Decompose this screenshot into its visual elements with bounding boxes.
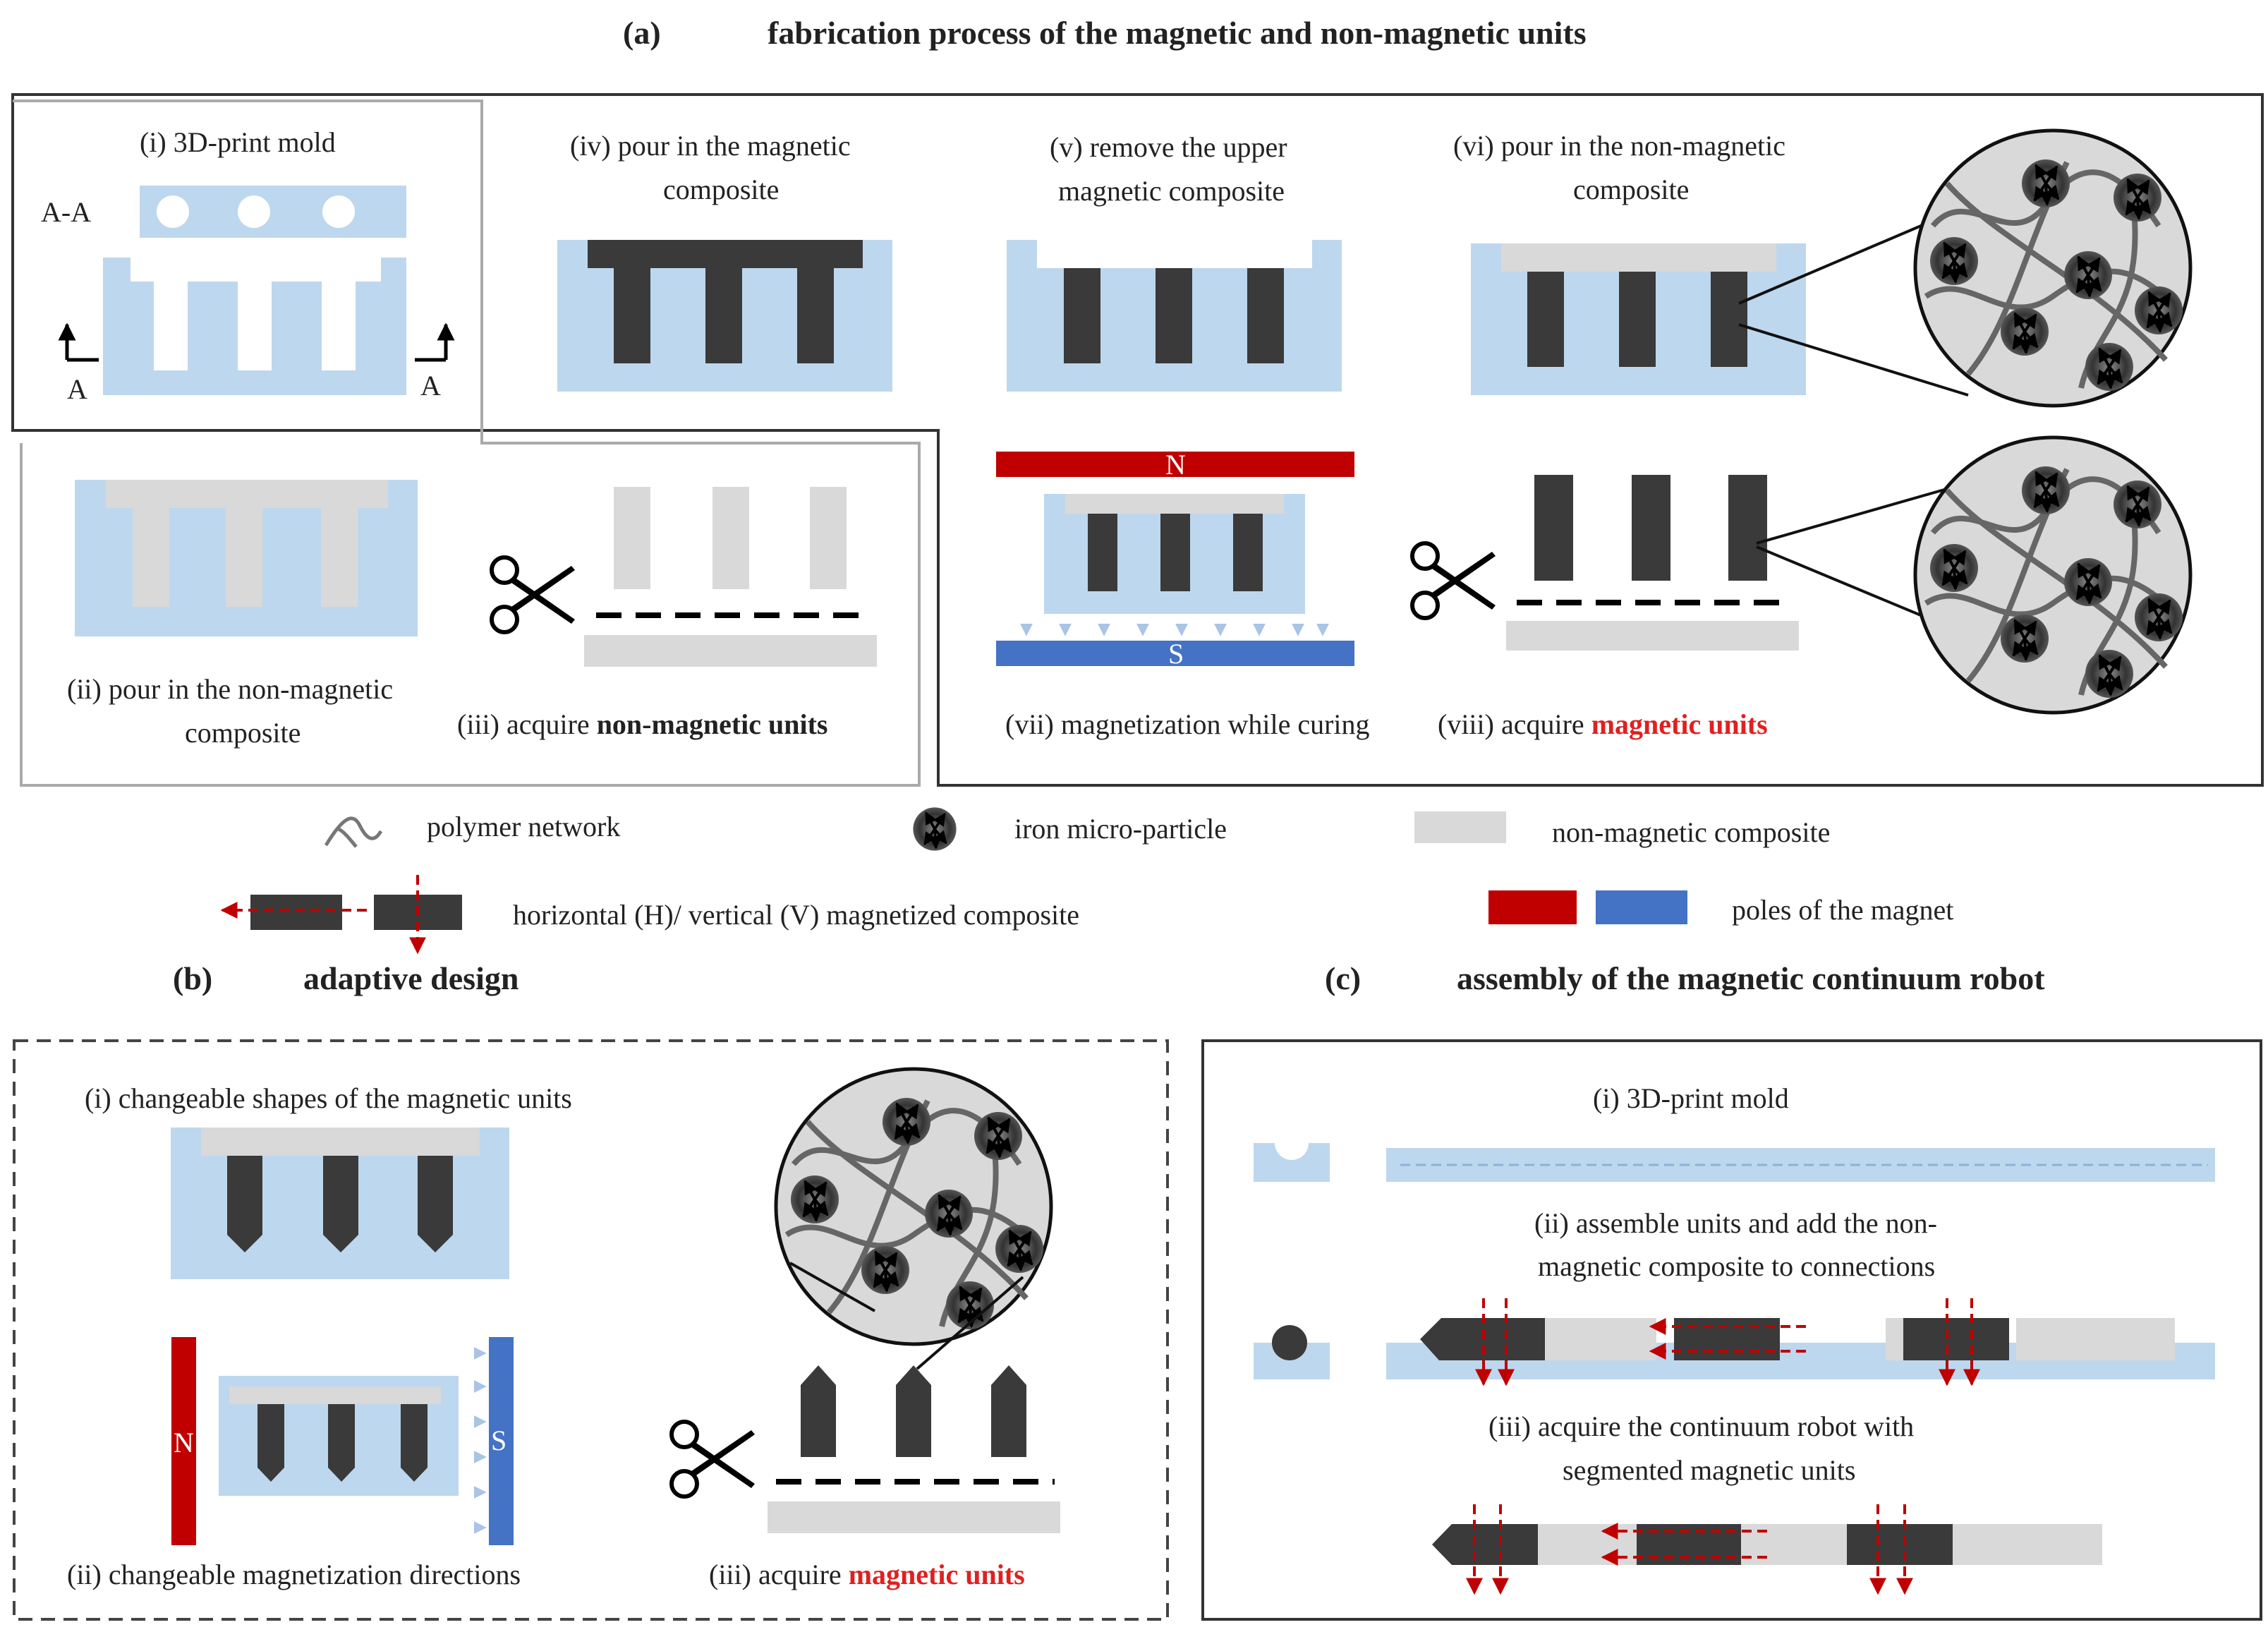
- section-a-title: fabrication process of the magnetic and …: [768, 15, 1587, 51]
- step-iii-bold: non-magnetic units: [597, 708, 828, 740]
- step-i-mold: [58, 186, 455, 395]
- step-viii-label: (viii) acquire magnetic units: [1438, 708, 1768, 740]
- step-vi-label-1: (vi) pour in the non-magnetic: [1453, 130, 1785, 162]
- scissors-icon: [492, 557, 575, 632]
- step-iv-mold: [557, 240, 892, 392]
- north-pole-swatch: [1488, 890, 1577, 924]
- legend-iron: iron micro-particle: [1014, 813, 1227, 845]
- step-ii-mold: [75, 480, 418, 636]
- section-a-a-label: A-A: [41, 196, 91, 228]
- panel-b-step-iii-label: (iii) acquire magnetic units: [709, 1559, 1025, 1590]
- panel-b-pole-s: S: [491, 1425, 507, 1456]
- pole-n-label: N: [1165, 449, 1186, 480]
- step-vii-magnetization: [996, 452, 1354, 666]
- section-a-letter: (a): [623, 15, 661, 51]
- zoom-circle-vi: [1915, 131, 2190, 406]
- step-i-label: (i) 3D-print mold: [140, 126, 336, 158]
- scissors-icon: [1412, 543, 1496, 618]
- horizontal-magnetized-swatch: [250, 895, 342, 930]
- section-c-letter: (c): [1325, 960, 1361, 996]
- step-viii-highlight: magnetic units: [1591, 708, 1768, 740]
- panel-c-step-iii-label-1: (iii) acquire the continuum robot with: [1488, 1410, 1914, 1442]
- arrow-a-left-label: A: [67, 373, 87, 405]
- panel-c-step-iii-label-2: segmented magnetic units: [1563, 1454, 1855, 1486]
- legend-nonmag: non-magnetic composite: [1552, 816, 1830, 848]
- legend: [220, 807, 1687, 955]
- panel-b-step-ii-label: (ii) changeable magnetization directions: [67, 1559, 521, 1590]
- iron-particle-icon: [913, 807, 956, 850]
- panel-c-mold: [1254, 1143, 2215, 1182]
- step-iii-units: [584, 487, 877, 667]
- panel-c-border: [1201, 1039, 2262, 1621]
- legend-polymer: polymer network: [427, 811, 620, 842]
- step-viii-prefix: (viii) acquire: [1438, 708, 1591, 740]
- non-magnetic-swatch: [1414, 811, 1506, 843]
- arrow-a-right-label: A: [420, 370, 441, 401]
- panel-b-pole-n: N: [174, 1427, 194, 1458]
- panel-a-inner-border: [13, 99, 921, 787]
- step-ii-label-1: (ii) pour in the non-magnetic: [67, 673, 393, 705]
- panel-c-robot: [1432, 1504, 2102, 1595]
- step-iv-label-2: composite: [663, 174, 779, 205]
- pole-s-label: S: [1168, 638, 1184, 670]
- panel-b-zoom-circle: [776, 1069, 1051, 1344]
- panel-b-shaped-mold: [171, 1128, 509, 1279]
- step-iii-label: (iii) acquire non-magnetic units: [457, 708, 828, 740]
- step-vii-label: (vii) magnetization while curing: [1005, 708, 1370, 740]
- panel-a-outer-border: [11, 93, 2264, 787]
- section-b-title: adaptive design: [303, 960, 519, 996]
- panel-b-border: [13, 1039, 1169, 1621]
- step-iii-prefix: (iii) acquire: [457, 708, 597, 740]
- section-c-title: assembly of the magnetic continuum robot: [1457, 960, 2045, 996]
- step-ii-label-2: composite: [185, 717, 301, 749]
- panel-c-step-ii-label-1: (ii) assemble units and add the non-: [1534, 1207, 1937, 1239]
- step-iv-label-1: (iv) pour in the magnetic: [570, 130, 851, 162]
- step-v-mold: [1007, 240, 1342, 392]
- panel-b-shaped-units: [768, 1262, 1060, 1533]
- panel-b-step-i-label: (i) changeable shapes of the magnetic un…: [85, 1082, 572, 1114]
- legend-poles: poles of the magnet: [1732, 894, 1953, 926]
- section-b-letter: (b): [173, 960, 212, 996]
- step-viii-units: [1506, 475, 1969, 651]
- legend-magnetized: horizontal (H)/ vertical (V) magnetized …: [513, 899, 1079, 931]
- panel-c-step-ii-label-2: magnetic composite to connections: [1538, 1250, 1935, 1282]
- panel-b-magnetization: [171, 1337, 514, 1545]
- step-vi-mold: [1471, 210, 1969, 397]
- scissors-icon: [672, 1422, 755, 1497]
- polymer-network-icon: [324, 816, 383, 847]
- panel-b-step-iii-prefix: (iii) acquire: [709, 1559, 849, 1590]
- step-vi-label-2: composite: [1573, 174, 1689, 205]
- panel-c-assembly: [1254, 1298, 2215, 1386]
- panel-b-step-iii-highlight: magnetic units: [849, 1559, 1025, 1590]
- panel-c-step-i-label: (i) 3D-print mold: [1593, 1082, 1789, 1114]
- south-pole-swatch: [1596, 890, 1687, 924]
- zoom-circle-viii: [1915, 437, 2190, 713]
- step-v-label-2: magnetic composite: [1058, 175, 1285, 207]
- step-v-label-1: (v) remove the upper: [1050, 131, 1287, 163]
